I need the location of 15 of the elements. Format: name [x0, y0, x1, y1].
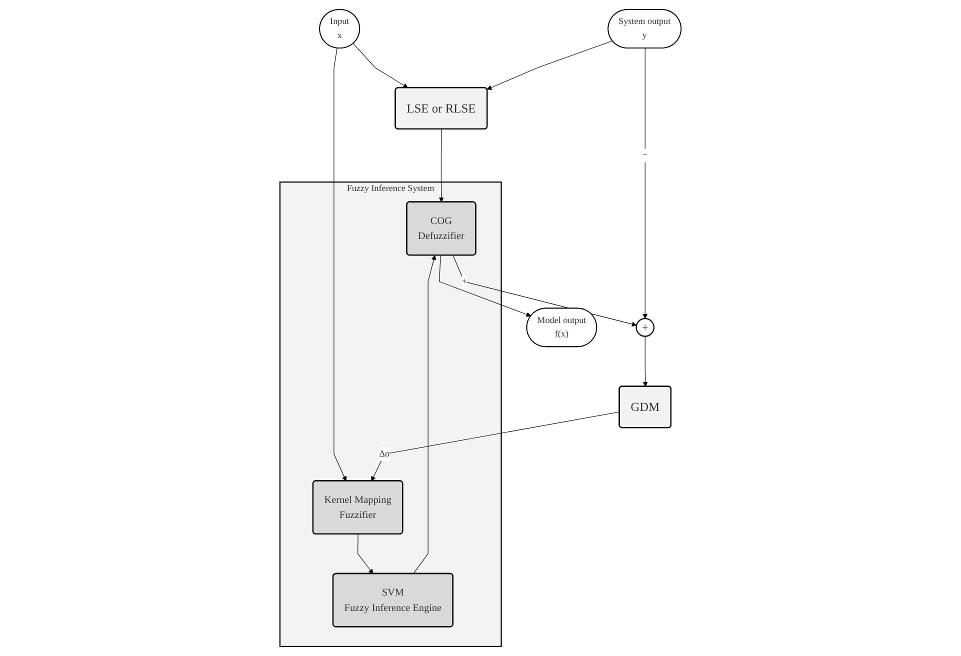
edge-label: −: [642, 150, 648, 160]
node-circle: +: [636, 318, 655, 337]
arrow: [486, 40, 613, 90]
arrow: [371, 412, 620, 482]
arrow: [352, 43, 408, 88]
arrow: [642, 48, 648, 319]
arrow: [334, 48, 347, 482]
edge-label: Δσ: [379, 449, 390, 459]
arrow: [642, 336, 648, 387]
edge-label: +: [462, 276, 467, 286]
arrow: [413, 255, 436, 574]
arrow: [439, 255, 532, 317]
arrow: [438, 128, 444, 202]
arrow: [452, 255, 637, 327]
arrow: [358, 534, 374, 574]
